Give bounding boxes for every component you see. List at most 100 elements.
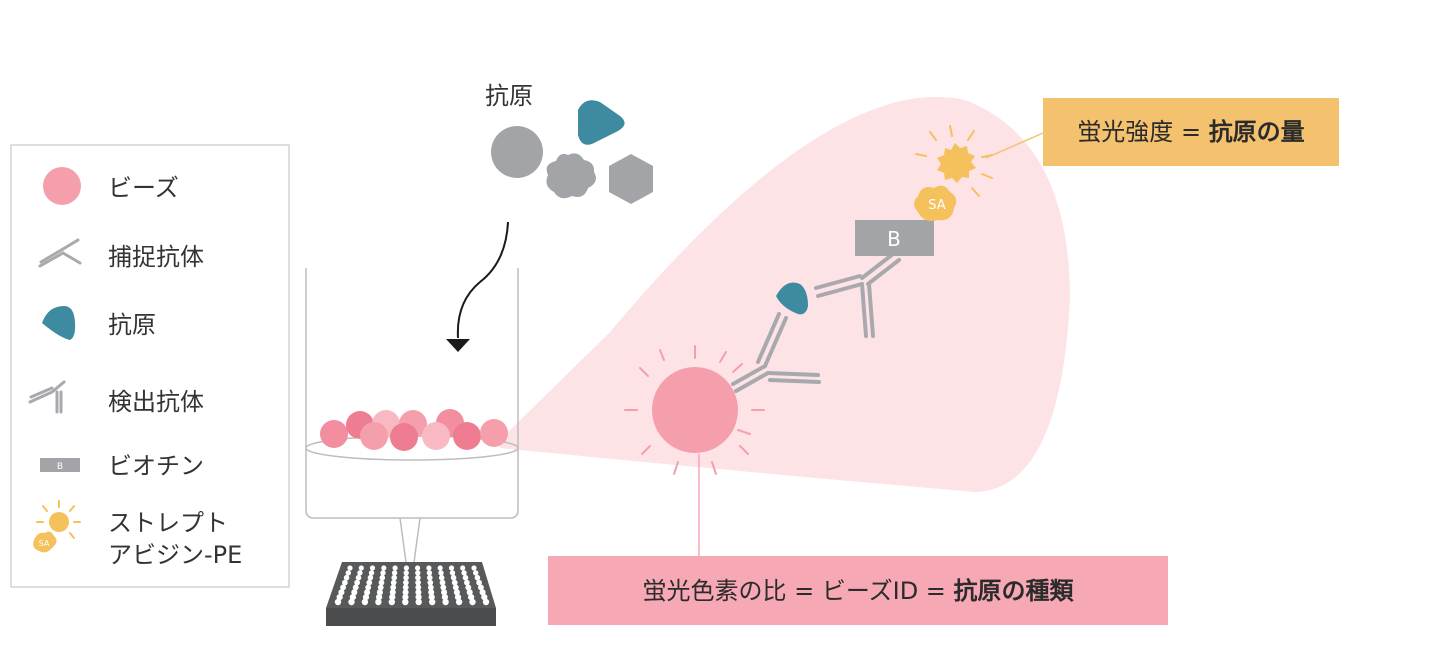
zoom-streptavidin [914, 185, 957, 221]
legend-label-biotin: ビオチン [108, 452, 204, 480]
plate-hole [349, 593, 357, 601]
intensity-callout-plain: 蛍光強度 = [1077, 118, 1208, 146]
plate-hole [358, 565, 364, 571]
zoom-capture-antibody [731, 312, 821, 393]
plate-hole [377, 584, 384, 591]
plate-hole [338, 589, 345, 596]
plate-hole [343, 574, 350, 581]
plate-hole [466, 589, 473, 596]
plate-hole [334, 598, 342, 606]
plate-hole [340, 584, 347, 591]
plate-hole [428, 593, 435, 601]
plate-hole [469, 598, 476, 606]
streptavidin-pe-icon: SA [33, 500, 81, 553]
plate-hole [375, 593, 383, 601]
well-bead [360, 422, 388, 450]
plate-hole [453, 589, 460, 596]
plate-hole [391, 574, 397, 581]
plate-hole [403, 574, 409, 581]
intensity-callout-text: 蛍光強度 = 抗原の量 [1077, 118, 1304, 146]
antigen-icon [42, 306, 76, 340]
antigen-group-label: 抗原 [485, 82, 533, 110]
biotin-icon [40, 458, 80, 472]
plate-hole [402, 598, 409, 606]
plate-hole [368, 570, 375, 576]
plate-hole [378, 579, 385, 586]
plate-hole [402, 589, 409, 596]
plate-hole [376, 589, 383, 596]
pour-arrow [456, 221, 509, 339]
plate-hole [389, 593, 396, 601]
biotin-icon-label: B [57, 462, 63, 472]
plate-hole [415, 593, 422, 601]
plate-hole [454, 593, 462, 601]
plate-hole [452, 584, 459, 591]
zoom-pe [937, 143, 976, 183]
plate-hole [336, 593, 343, 601]
plate-hole [448, 565, 455, 571]
antigen-group [491, 100, 653, 204]
pour-arrow-head [446, 339, 470, 352]
plate-hole [365, 584, 372, 591]
well-plate [326, 562, 496, 626]
plate-hole [379, 574, 386, 581]
antigen-gray-star [546, 153, 596, 199]
plate-hole [437, 565, 443, 571]
plate-hole [479, 589, 486, 596]
plate-hole [440, 584, 447, 591]
zoom-antigen [776, 282, 808, 315]
plate-hole [351, 589, 358, 596]
plate-hole [355, 574, 362, 581]
plate-hole [427, 584, 434, 591]
zoom-bead [652, 367, 738, 453]
plate-hole [464, 579, 470, 586]
plate-hole [439, 579, 446, 586]
plate-hole [467, 593, 475, 601]
plate-hole [403, 565, 409, 571]
plate-hole [441, 589, 448, 596]
legend: B SA ビーズ 捕捉抗体 抗原 検出抗体 ビオチン ストレプト アビジン-PE [10, 144, 290, 588]
intensity-callout-bold: 抗原の量 [1209, 118, 1305, 146]
plate-hole [361, 598, 369, 606]
plate-hole [348, 598, 355, 606]
well-bead [422, 422, 450, 450]
zoom-biotin-label: B [887, 227, 901, 251]
antigen-teal-triangle [578, 100, 625, 145]
plate-hole [450, 574, 457, 581]
plate-hole [390, 584, 397, 591]
bead-glow-rays [624, 345, 765, 475]
capture-antibody-icon [38, 238, 82, 268]
plate-hole [390, 579, 397, 586]
plate-hole [474, 574, 481, 581]
plate-hole [427, 579, 434, 586]
plate-hole [415, 570, 421, 576]
plate-hole [362, 593, 370, 601]
plate-hole [455, 598, 463, 606]
plate-hole [402, 593, 409, 601]
plate-hole [481, 593, 488, 601]
bead-id-callout-text: 蛍光色素の比 = ビーズID = 抗原の種類 [642, 577, 1074, 605]
plate-hole [391, 570, 398, 576]
plate-hole [342, 579, 348, 586]
bead-id-callout-bold: 抗原の種類 [954, 577, 1075, 605]
plate-hole [415, 584, 422, 591]
plate-hole [460, 565, 466, 571]
plate-hole [389, 589, 396, 596]
legend-label-bead: ビーズ [108, 174, 179, 202]
plate-hole [415, 574, 421, 581]
legend-label-detection-antibody: 検出抗体 [108, 388, 204, 416]
plate-hole [477, 584, 484, 591]
well-bead [320, 420, 348, 448]
plate-hole [392, 565, 398, 571]
plate-hole [429, 598, 436, 606]
plate-hole [427, 574, 433, 581]
plate-hole [357, 570, 363, 576]
zoom-biotin [855, 220, 934, 256]
bead-id-callout [548, 556, 1168, 625]
plate-hole [388, 598, 395, 606]
antigen-gray-hexagon [609, 154, 653, 204]
plate-hole [451, 579, 458, 586]
bead-cluster [320, 409, 508, 451]
legend-label-capture-antibody: 捕捉抗体 [108, 243, 204, 271]
